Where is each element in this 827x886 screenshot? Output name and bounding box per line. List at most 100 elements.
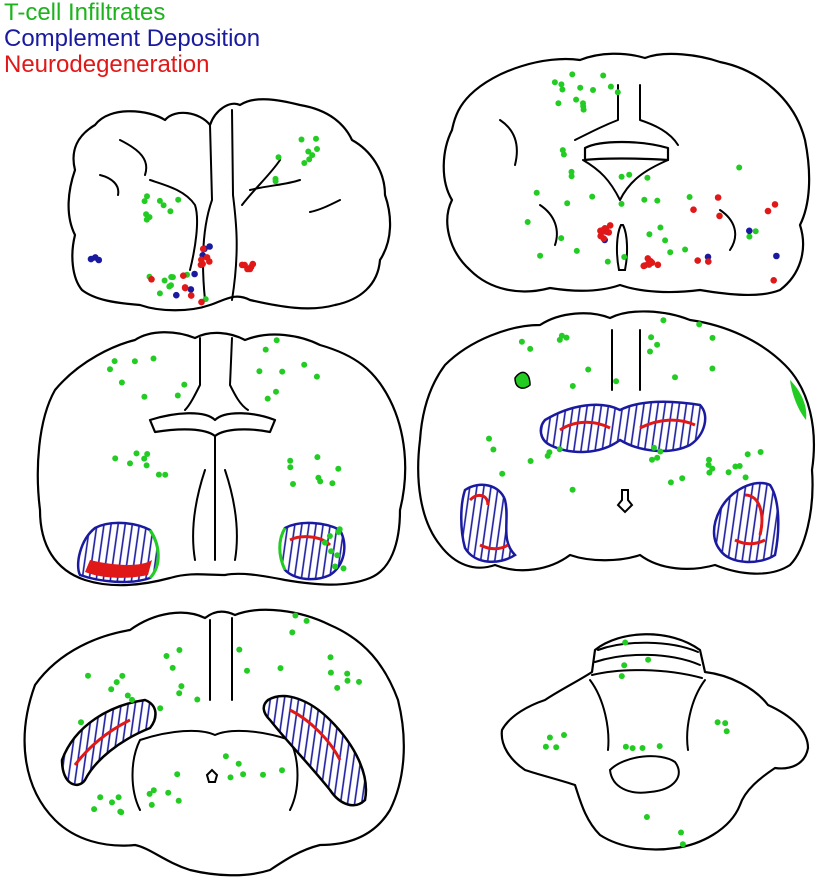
- tcell-dot: [287, 464, 294, 471]
- tcell-dot: [644, 174, 651, 181]
- tcell-dot: [736, 164, 743, 171]
- tcell-dot: [662, 237, 669, 244]
- legend-item-neurodegeneration: Neurodegeneration: [4, 51, 210, 78]
- tcell-dot: [175, 797, 182, 804]
- tcell-dot: [305, 148, 312, 155]
- tcell-dot: [667, 479, 674, 486]
- tcell-dot: [590, 87, 596, 93]
- tcell-dot: [91, 806, 98, 813]
- tcell-dot: [621, 662, 628, 669]
- tcell-dot: [157, 705, 164, 712]
- tcell-dot: [709, 465, 716, 472]
- tcell-dot: [646, 231, 653, 238]
- tcell-dot: [156, 290, 163, 297]
- neuro-dot: [246, 265, 254, 273]
- tcell-dot: [546, 734, 553, 741]
- tcell-dot: [589, 193, 596, 200]
- tcell-dot: [335, 465, 342, 472]
- neuro-dot: [716, 212, 723, 220]
- neuro-dot: [203, 254, 211, 261]
- neuro-dot: [714, 194, 722, 201]
- tcell-dot: [227, 774, 234, 781]
- tcell-dot: [334, 552, 341, 559]
- tcell-dot: [757, 449, 764, 455]
- tcell-dot: [194, 696, 201, 703]
- tcell-dot: [109, 799, 115, 806]
- tcell-dot: [559, 147, 566, 154]
- tcell-dot: [287, 457, 294, 464]
- tcell-dot: [181, 381, 188, 388]
- tcell-dot: [178, 683, 185, 690]
- tcell-dot: [141, 198, 148, 205]
- tcell-dot: [356, 678, 362, 685]
- tcell-dot: [313, 135, 319, 142]
- tcell-dot: [558, 81, 565, 88]
- tcell-dot: [551, 79, 558, 86]
- tcell-dot: [314, 146, 320, 152]
- neuro-dot: [198, 298, 205, 306]
- tcell-dot: [585, 366, 592, 373]
- legend-item-tcell: T-cell Infiltrates: [4, 0, 166, 26]
- tcell-dot: [486, 435, 492, 442]
- tcell-dot: [124, 692, 131, 699]
- tcell-dot: [327, 654, 334, 661]
- tcell-dot: [568, 168, 575, 175]
- tcell-dot: [344, 677, 351, 684]
- tcell-dot: [654, 197, 661, 204]
- tcell-dot: [78, 719, 84, 726]
- tcell-dot: [264, 395, 271, 402]
- tcell-dot: [723, 728, 730, 735]
- tcell-dot: [279, 368, 286, 375]
- tcell-dot: [657, 224, 664, 231]
- tcell-dot: [256, 368, 263, 375]
- tcell-dot: [273, 388, 279, 395]
- tcell-dot: [649, 456, 655, 463]
- tcell-dot: [313, 373, 320, 380]
- tcell-dot: [682, 246, 689, 253]
- tcell-dot: [524, 219, 531, 225]
- complement-dot: [191, 270, 198, 278]
- brain-section-4: [417, 310, 815, 575]
- tcell-dot: [533, 189, 540, 196]
- tcell-dot: [141, 393, 148, 400]
- complement-dot: [92, 254, 99, 261]
- tcell-dot: [742, 474, 749, 481]
- neuro-dot: [199, 245, 207, 253]
- tcell-dot: [275, 154, 282, 161]
- tcell-dot: [303, 617, 310, 624]
- tcell-dot: [148, 801, 155, 808]
- tcell-dot: [156, 197, 163, 204]
- tcell-dot: [746, 233, 753, 240]
- tcell-dot: [647, 348, 653, 355]
- tcell-dot: [527, 458, 534, 464]
- tcell-dot: [97, 794, 104, 801]
- neuro-dot: [198, 256, 205, 264]
- tcell-dot: [732, 463, 739, 470]
- tcell-dot: [573, 96, 580, 103]
- tcell-dot: [656, 743, 663, 750]
- tcell-dot: [119, 672, 126, 679]
- tcell-dot: [709, 334, 716, 341]
- cell-markers: [78, 71, 780, 848]
- tcell-dot: [277, 665, 284, 672]
- tcell-dot: [667, 249, 674, 256]
- tcell-dot: [559, 86, 566, 93]
- tcell-dot: [292, 612, 299, 619]
- tcell-dot: [298, 136, 305, 143]
- tcell-dot: [678, 829, 684, 836]
- legend-item-complement: Complement Deposition: [4, 25, 261, 52]
- tcell-dot: [706, 456, 712, 463]
- tcell-dot: [107, 366, 113, 373]
- tcell-dot: [131, 358, 138, 365]
- tcell-dot: [334, 684, 341, 691]
- tcell-dot: [301, 361, 308, 368]
- tcell-dot: [651, 444, 657, 451]
- neuro-dot: [605, 229, 613, 236]
- neuro-dot: [187, 292, 195, 299]
- tcell-dot: [714, 719, 721, 726]
- tcell-dot: [272, 178, 279, 185]
- tcell-dot: [166, 283, 173, 290]
- tcell-dot: [340, 565, 347, 572]
- tcell-dot: [645, 656, 652, 663]
